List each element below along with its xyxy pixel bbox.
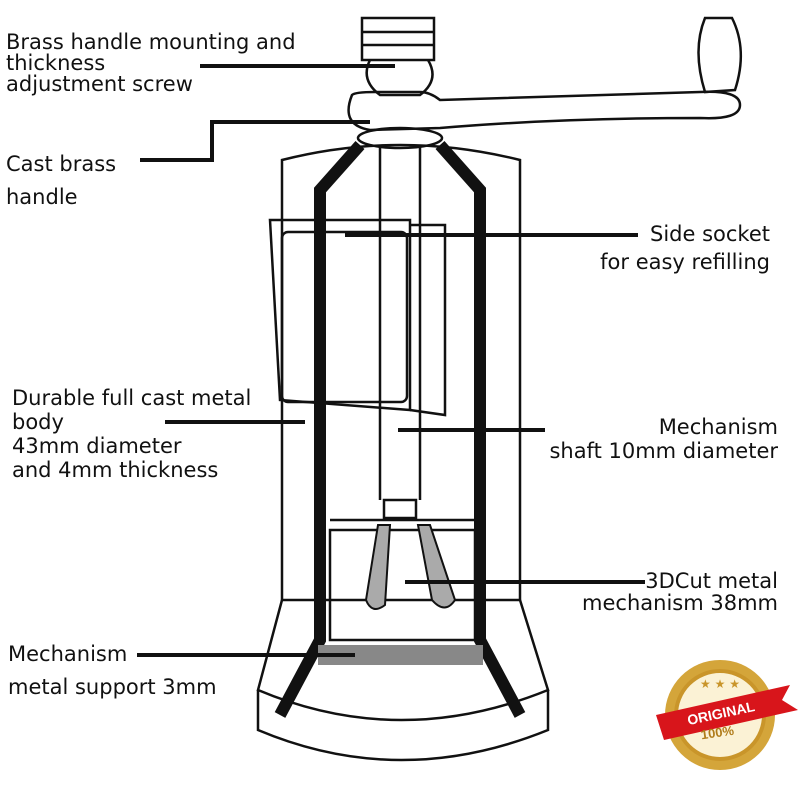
label-line: shaft 10mm diameter xyxy=(549,439,778,463)
label-mechanism: 3DCut metal mechanism 38mm xyxy=(582,570,778,614)
handle-grip xyxy=(697,16,743,94)
adjustment-screw-knob xyxy=(360,16,436,62)
label-line: Mechanism xyxy=(8,642,128,666)
mill-body xyxy=(280,143,522,602)
label-body: Durable full cast metal body 43mm diamet… xyxy=(12,386,251,482)
label-line: and 4mm thickness xyxy=(12,458,219,482)
original-badge: ORIGINAL 100% ★ ★ ★ xyxy=(656,660,798,770)
label-shaft: Mechanism shaft 10mm diameter xyxy=(549,415,778,463)
label-support: Mechanism metal support 3mm xyxy=(8,638,217,704)
label-line: for easy refilling xyxy=(600,250,770,274)
label-line: body xyxy=(12,410,64,434)
metal-support xyxy=(318,645,483,665)
label-line: metal support 3mm xyxy=(8,675,217,699)
label-cast-handle: Cast brass handle xyxy=(6,148,116,214)
leader-lines xyxy=(137,64,645,657)
label-line: mechanism 38mm xyxy=(582,591,778,615)
label-line: 3DCut metal xyxy=(645,569,778,593)
label-line: adjustment screw xyxy=(6,72,193,96)
svg-text:★ ★ ★: ★ ★ ★ xyxy=(700,677,740,691)
label-line: handle xyxy=(6,185,78,209)
label-line: thickness xyxy=(6,51,106,75)
label-line: 43mm diameter xyxy=(12,434,182,458)
cast-brass-handle xyxy=(347,90,742,132)
label-line: Cast brass xyxy=(6,152,117,176)
label-handle-screw: Brass handle mounting and thickness adju… xyxy=(6,30,296,96)
badge-percent: 100% xyxy=(700,723,735,743)
side-socket xyxy=(268,218,412,412)
label-line: Mechanism xyxy=(658,415,778,439)
handle-mount xyxy=(365,59,434,97)
grinding-mechanism xyxy=(328,528,477,642)
label-side-socket: Side socket for easy refilling xyxy=(600,220,770,276)
label-line: Side socket xyxy=(650,222,770,246)
label-line: Brass handle mounting and xyxy=(6,30,296,54)
label-line: Durable full cast metal xyxy=(12,386,252,410)
